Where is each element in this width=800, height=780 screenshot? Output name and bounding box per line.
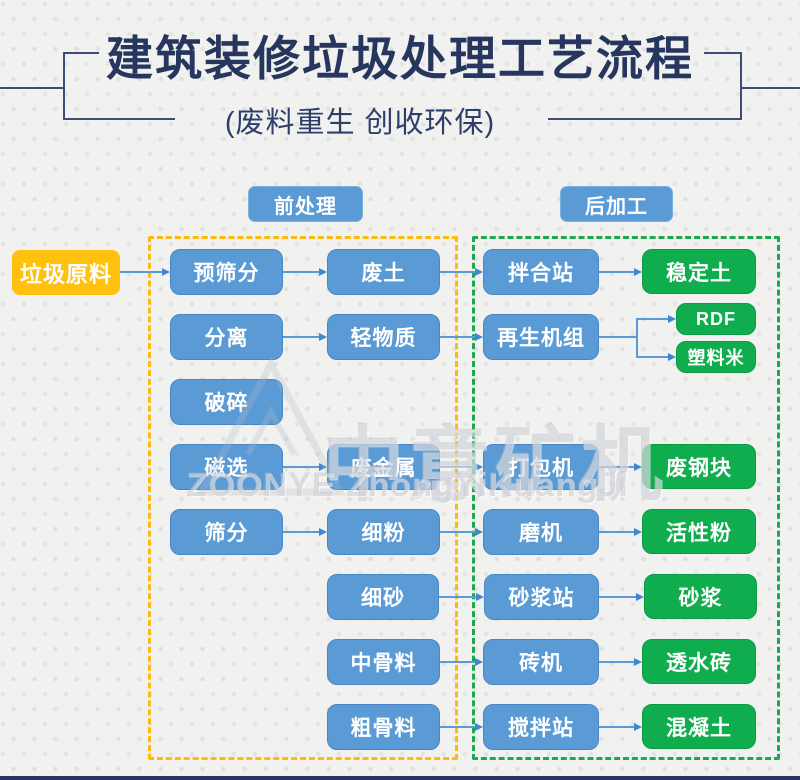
flow-arrow-line — [599, 531, 635, 533]
flow-arrow-head — [634, 657, 642, 666]
flow-arrow-head — [634, 462, 642, 471]
flow-arrow-head — [668, 314, 676, 323]
flow-arrow-line — [599, 271, 635, 273]
flow-arrow-line — [440, 271, 476, 273]
flow-node-yushaifen: 预筛分 — [170, 249, 283, 295]
flow-connector-line — [636, 318, 638, 358]
flow-node-posui: 破碎 — [170, 379, 283, 425]
title-frame-line — [63, 52, 99, 54]
flow-arrow-line — [440, 336, 476, 338]
flow-arrow-line — [599, 726, 635, 728]
flow-arrow-line — [120, 271, 163, 273]
page-title: 建筑装修垃圾处理工艺流程 — [106, 32, 694, 85]
flow-node-huoxingfen: 活性粉 — [642, 509, 756, 554]
flow-node-rdf: RDF — [676, 303, 756, 335]
section-tag-postprocessing: 后加工 — [560, 186, 673, 222]
flow-node-feigangkuai: 废钢块 — [642, 444, 756, 489]
postprocessing-region-border — [472, 236, 780, 760]
title-frame-line — [704, 52, 742, 54]
flow-node-hunningtu: 混凝土 — [642, 704, 756, 749]
flow-node-source: 垃圾原料 — [12, 250, 120, 295]
flow-arrow-head — [475, 267, 483, 276]
flow-arrow-head — [475, 722, 483, 731]
flow-node-suliaomi: 塑料米 — [676, 341, 756, 373]
flow-arrow-line — [283, 336, 320, 338]
flow-arrow-line — [599, 661, 635, 663]
flow-arrow-line — [637, 356, 669, 358]
flow-node-toushuizhuan: 透水砖 — [642, 639, 756, 684]
flow-connector-line — [599, 336, 637, 338]
flow-arrow-line — [283, 531, 320, 533]
flow-arrow-line — [599, 466, 635, 468]
flow-node-banhezhan: 拌合站 — [483, 249, 599, 295]
flow-arrow-head — [634, 267, 642, 276]
flow-arrow-head — [475, 657, 483, 666]
title-frame-line — [63, 118, 175, 120]
flow-arrow-line — [440, 531, 476, 533]
flow-node-zaishengjizu: 再生机组 — [483, 314, 599, 360]
flow-arrow-head — [319, 462, 327, 471]
flow-arrow-line — [440, 661, 476, 663]
flow-arrow-line — [599, 596, 637, 598]
flow-arrow-head — [162, 267, 170, 276]
section-tag-preprocessing: 前处理 — [248, 186, 363, 222]
flow-arrow-line — [283, 466, 320, 468]
flow-node-zhuanji: 砖机 — [483, 639, 599, 685]
flow-arrow-head — [636, 592, 644, 601]
flow-node-wendingtu: 稳定土 — [642, 249, 756, 294]
flow-node-cuguliao: 粗骨料 — [327, 704, 440, 750]
flow-arrow-head — [475, 332, 483, 341]
preprocessing-region-border — [148, 236, 458, 760]
flow-arrow-head — [634, 527, 642, 536]
flow-arrow-head — [668, 352, 676, 361]
flow-arrow-head — [475, 527, 483, 536]
flow-arrow-line — [283, 271, 320, 273]
flow-node-xifen: 细粉 — [327, 509, 440, 555]
flow-arrow-head — [319, 332, 327, 341]
flow-node-qingwuzhi: 轻物质 — [327, 314, 440, 360]
flow-node-feijinshu: 废金属 — [327, 444, 440, 490]
title-frame-line — [740, 52, 742, 120]
flow-node-fenli: 分离 — [170, 314, 283, 360]
flow-arrow-head — [634, 722, 642, 731]
title-frame-line — [548, 118, 740, 120]
flow-arrow-head — [475, 462, 483, 471]
flow-node-feitu: 废土 — [327, 249, 440, 295]
bottom-divider — [0, 776, 800, 780]
flow-node-cixuan: 磁选 — [170, 444, 283, 490]
page-subtitle: (废料重生 创收环保) — [224, 107, 496, 139]
flow-node-shajiang: 砂浆 — [644, 574, 757, 619]
flow-arrow-line — [440, 466, 476, 468]
title-frame-line — [740, 87, 800, 89]
flow-node-dabaoji: 打包机 — [483, 444, 599, 490]
flow-node-jiaobanzhan: 搅拌站 — [483, 704, 599, 750]
title-frame-line — [0, 87, 64, 89]
flow-arrow-head — [319, 267, 327, 276]
flow-node-zhongguliao: 中骨料 — [327, 639, 440, 685]
flow-arrow-head — [476, 592, 484, 601]
title-frame-line — [63, 52, 65, 120]
flow-arrow-line — [637, 318, 669, 320]
flow-node-moji: 磨机 — [483, 509, 599, 555]
flow-node-shaifen: 筛分 — [170, 509, 283, 555]
flow-arrow-head — [319, 527, 327, 536]
flow-arrow-line — [440, 726, 476, 728]
flow-node-xisha: 细砂 — [327, 574, 439, 620]
flow-node-shajiangzhan: 砂浆站 — [484, 574, 599, 620]
flow-arrow-line — [439, 596, 477, 598]
